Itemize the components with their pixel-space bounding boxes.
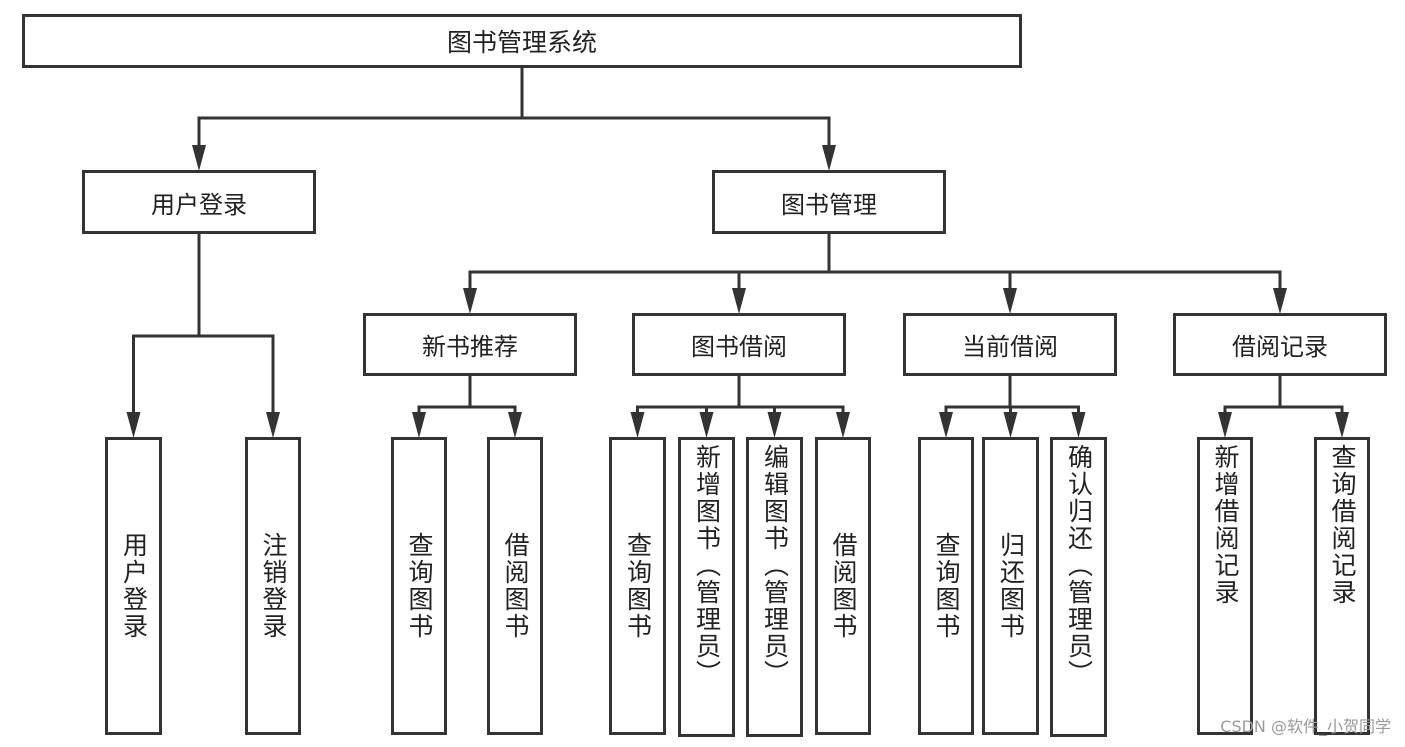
- arrow-head-icon: [822, 145, 836, 171]
- arrow-head-icon: [732, 288, 746, 314]
- leaf-node: 新增借阅记录: [1197, 437, 1253, 735]
- leaf-node: 注销登录: [245, 437, 301, 735]
- watermark: CSDN @软件_小贺同学: [1220, 717, 1391, 736]
- arrow-head-icon: [1273, 288, 1287, 314]
- arrow-head-icon: [1003, 288, 1017, 314]
- arrow-head-icon: [630, 412, 645, 438]
- leaf-node: 借阅图书: [487, 437, 543, 735]
- leaf-node: 确认归还（管理员）: [1050, 437, 1107, 737]
- leaf-node: 归还图书: [982, 437, 1039, 735]
- leaf-node: 新增图书（管理员）: [678, 437, 735, 737]
- arrow-head-icon: [266, 412, 280, 438]
- leaf-node: 借阅图书: [815, 437, 871, 735]
- arrow-head-icon: [1218, 412, 1232, 438]
- arrow-head-icon: [939, 412, 953, 438]
- arrow-head-icon: [1071, 412, 1086, 438]
- leaf-node: 查询借阅记录: [1314, 437, 1370, 735]
- arrow-head-icon: [412, 412, 426, 438]
- leaf-node: 查询图书: [609, 437, 666, 735]
- module-node: 当前借阅: [903, 313, 1117, 376]
- arrow-head-icon: [1003, 412, 1018, 438]
- leaf-node: 用户登录: [105, 437, 162, 735]
- arrow-head-icon: [508, 412, 522, 438]
- arrow-head-icon: [699, 412, 714, 438]
- module-node: 新书推荐: [363, 313, 577, 376]
- module-node: 图书借阅: [632, 313, 846, 376]
- arrow-head-icon: [1335, 412, 1349, 438]
- arrow-head-icon: [836, 412, 850, 438]
- module-node: 借阅记录: [1173, 313, 1387, 376]
- root-node: 图书管理系统: [22, 14, 1022, 68]
- arrow-head-icon: [192, 145, 206, 171]
- arrow-head-icon: [463, 288, 477, 314]
- leaf-node: 编辑图书（管理员）: [746, 437, 803, 737]
- module-node: 图书管理: [712, 170, 946, 234]
- arrow-head-icon: [767, 412, 782, 438]
- arrow-head-icon: [126, 412, 141, 438]
- leaf-node: 查询图书: [391, 437, 447, 735]
- leaf-node: 查询图书: [918, 437, 974, 735]
- module-node: 用户登录: [82, 170, 316, 234]
